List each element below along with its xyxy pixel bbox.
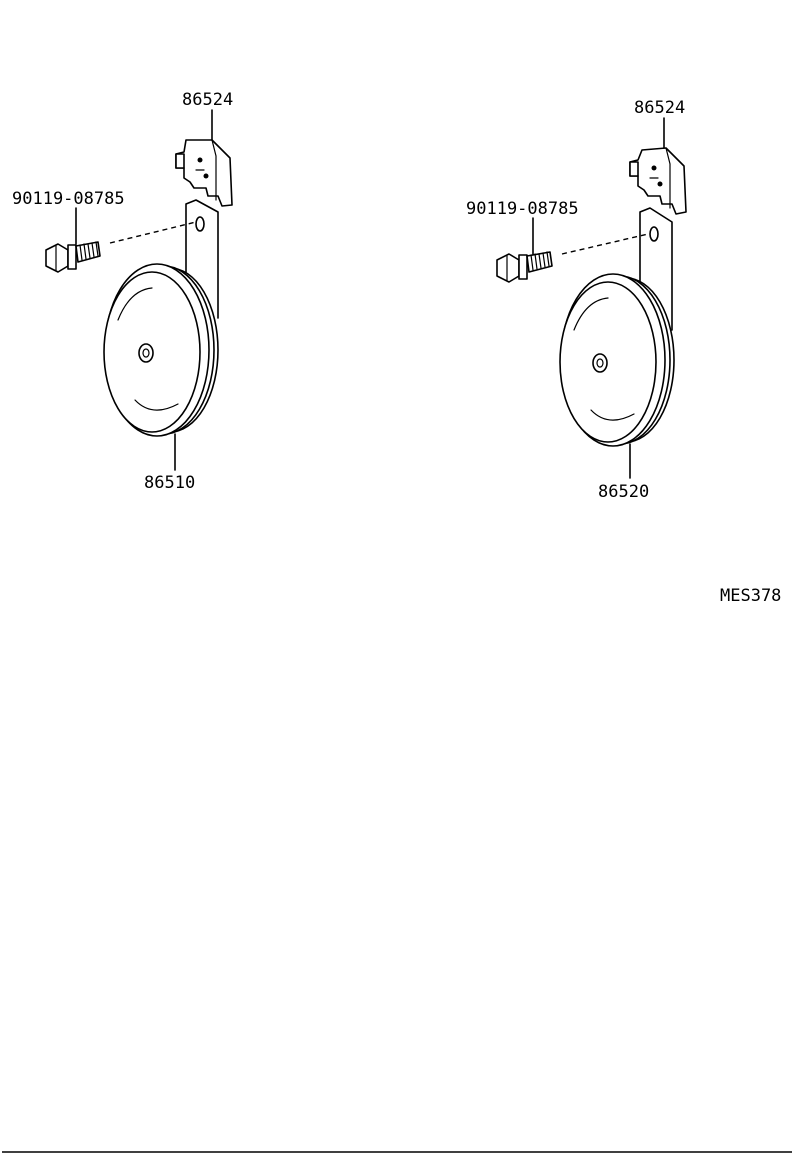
- left-horn: [103, 263, 219, 437]
- right-horn-stay: [639, 207, 673, 331]
- left-horn-label: 86510: [144, 473, 195, 493]
- left-bolt: [45, 241, 101, 273]
- right-bolt-dashed-line: [561, 233, 649, 255]
- left-horn-stay: [185, 199, 219, 319]
- diagram-code: MES378: [720, 586, 781, 606]
- left-bolt-label: 90119-08785: [12, 189, 125, 209]
- left-bracket-label: 86524: [182, 90, 233, 110]
- left-horn-assembly: 86524 90119-08785 86510: [12, 90, 233, 493]
- right-horn-assembly: 86524 90119-08785 86520: [466, 98, 687, 502]
- left-bracket: [175, 139, 233, 207]
- right-bracket: [629, 147, 687, 215]
- left-bolt-dashed-line: [109, 221, 197, 244]
- right-horn: [559, 273, 675, 447]
- right-bolt-label: 90119-08785: [466, 199, 579, 219]
- right-bracket-label: 86524: [634, 98, 685, 118]
- right-bolt: [496, 251, 553, 283]
- right-horn-label: 86520: [598, 482, 649, 502]
